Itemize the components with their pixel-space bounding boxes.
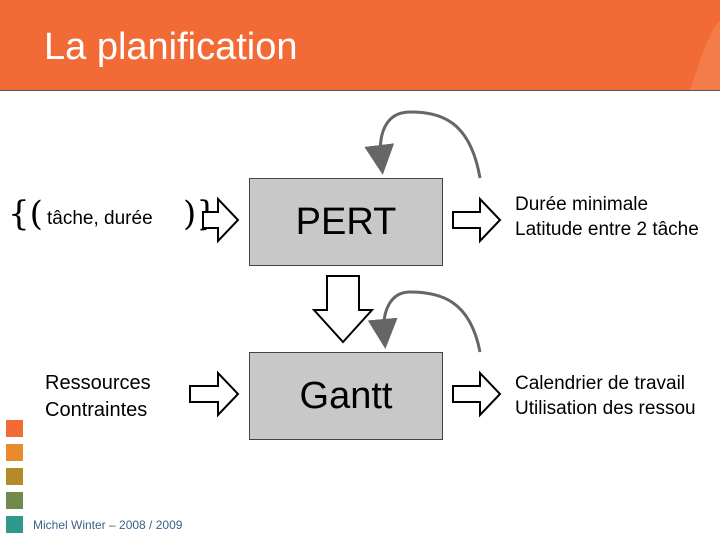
pert-box: PERT	[249, 178, 443, 266]
pert-feedback-arrow	[364, 110, 482, 179]
pert-to-output-arrow	[452, 196, 502, 244]
gantt-output-line2: Utilisation des ressou	[515, 398, 696, 419]
pert-output: Durée minimale Latitude entre 2 tâche	[515, 192, 699, 242]
decor-square-2	[6, 444, 23, 461]
gantt-label: Gantt	[299, 374, 393, 417]
decor-square-4	[6, 492, 23, 509]
title-bar: La planification	[0, 0, 720, 91]
decor-square-3	[6, 468, 23, 485]
task-duration-label: tâche, durée	[47, 208, 153, 229]
open-brace: {(	[8, 194, 43, 234]
gantt-feedback-arrow	[367, 290, 482, 353]
gantt-output-line1: Calendrier de travail	[515, 373, 686, 394]
pert-label: PERT	[295, 200, 397, 243]
resources-to-gantt-arrow	[189, 370, 240, 418]
constraints-line: Contraintes	[45, 399, 148, 421]
footer-author: Michel Winter – 2008 / 2009	[33, 518, 183, 532]
header-curve-decoration	[690, 20, 720, 90]
resources-label: Ressources Contraintes	[45, 370, 151, 424]
pert-output-line1: Durée minimale	[515, 194, 649, 215]
gantt-box: Gantt	[249, 352, 443, 440]
resources-line: Ressources	[45, 372, 151, 394]
gantt-to-output-arrow	[452, 370, 502, 418]
decor-square-5	[6, 516, 23, 533]
input-to-pert-arrow	[202, 196, 240, 244]
pert-to-gantt-arrow	[311, 275, 375, 344]
pert-output-line2: Latitude entre 2 tâche	[515, 219, 699, 240]
gantt-output: Calendrier de travail Utilisation des re…	[515, 371, 696, 421]
slide-title: La planification	[44, 26, 298, 68]
decor-square-1	[6, 420, 23, 437]
